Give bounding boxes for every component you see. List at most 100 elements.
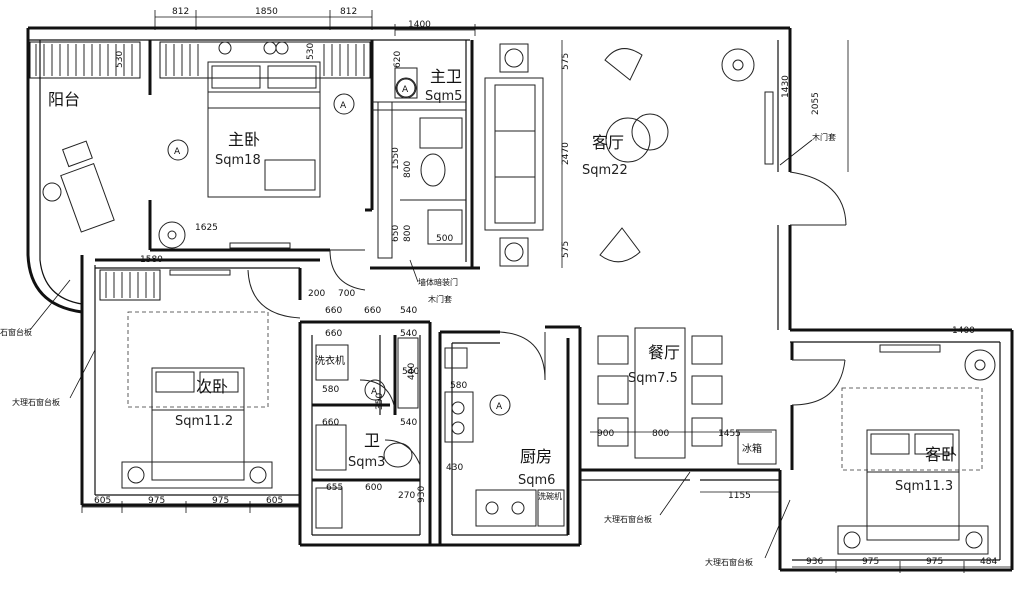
dim-660c: 660 — [325, 329, 342, 339]
tv-unit — [764, 91, 774, 165]
dim-1455: 1455 — [718, 429, 741, 439]
second-bed — [121, 367, 273, 489]
dim-v-1550: 1550 — [391, 147, 401, 170]
dim-b-484: 484 — [980, 557, 997, 567]
lounge-chair — [42, 140, 115, 233]
dim-v-620: 620 — [393, 51, 403, 68]
dim-v-2470: 2470 — [561, 142, 571, 165]
room-name-master: 主卧 — [228, 130, 260, 149]
bottom-dimension-chain-right: 936 975 975 484 — [792, 557, 1012, 573]
dim-v-800: 800 — [403, 161, 413, 178]
dim-660d: 660 — [322, 418, 339, 428]
dim-900: 900 — [597, 429, 614, 439]
side-tables — [499, 43, 529, 267]
ceiling-outline-3 — [841, 387, 983, 471]
elev-marker-3: A — [402, 85, 409, 95]
elev-marker-5: A — [371, 387, 378, 397]
dim-540b: 540 — [400, 329, 417, 339]
hidden-door-label: 墙体暗装门 — [418, 277, 458, 287]
elev-marker-4: A — [496, 402, 503, 412]
dim-200: 200 — [308, 289, 325, 299]
master-bed — [207, 61, 321, 198]
bottom-dimension-chain-left: 605 975 975 605 — [81, 496, 301, 513]
elevation-markers: A A A A A — [167, 77, 511, 416]
top-dimension-chain: 812 1850 812 1400 — [154, 7, 476, 36]
dim-700: 700 — [338, 289, 355, 299]
dim-b-936: 936 — [806, 557, 823, 567]
dim-600: 600 — [365, 483, 382, 493]
dim-v-1430: 1430 — [781, 75, 791, 98]
room-area-bath2: Sqm3 — [348, 455, 385, 470]
dimension-labels: 530 530 620 575 2470 575 1430 2055 1550 … — [115, 40, 975, 503]
dim-v-650: 650 — [391, 225, 401, 242]
room-area-dining: Sqm7.5 — [628, 371, 678, 386]
walls — [26, 26, 1014, 572]
room-area-guest: Sqm11.3 — [895, 479, 953, 494]
room-name-balcony: 阳台 — [48, 90, 80, 109]
dim-b-975a: 975 — [148, 496, 165, 506]
dim-b-975c: 975 — [862, 557, 879, 567]
room-area-master-bath: Sqm5 — [425, 89, 462, 104]
dim-b-605b: 605 — [266, 496, 283, 506]
room-area-kitchen: Sqm6 — [518, 473, 555, 488]
room-area-living: Sqm22 — [582, 163, 628, 178]
master-bath-fixtures — [372, 67, 466, 259]
dim-930: 930 — [417, 486, 427, 503]
tv-cabinet — [229, 242, 291, 249]
dim-400: 400 — [407, 363, 417, 380]
washer-label: 洗衣机 — [315, 354, 345, 367]
ceiling-outline-2 — [127, 311, 269, 408]
room-name-kitchen: 厨房 — [520, 447, 552, 466]
tv-cabinet-3 — [879, 344, 941, 353]
dim-540d: 540 — [402, 367, 419, 377]
marble-sill-label-bottom: 大理石窗台板 — [705, 557, 753, 567]
elev-marker-1: A — [174, 147, 181, 157]
dim-v-800b: 800 — [403, 225, 413, 242]
dim-655: 655 — [326, 483, 343, 493]
master-top-furniture — [218, 41, 289, 55]
dim-b-975b: 975 — [212, 496, 229, 506]
tv-cabinet-2 — [169, 269, 231, 276]
dim-540a: 540 — [400, 306, 417, 316]
wood-door-cover-label: 木门套 — [812, 132, 836, 142]
room-name-bath2: 卫 — [364, 431, 380, 450]
room-name-second: 次卧 — [196, 377, 228, 396]
marble-sill-label-mid: 大理石窗台板 — [604, 514, 652, 524]
dim-270: 270 — [398, 491, 415, 501]
dim-580b: 580 — [450, 381, 467, 391]
dim-350: 350 — [375, 393, 385, 410]
armchairs — [599, 48, 643, 263]
dim-v-575b: 575 — [561, 241, 571, 258]
dim-1155: 1155 — [728, 491, 751, 501]
balcony-railing-hatch — [29, 41, 371, 301]
marble-sill-label-left-2: 大理石窗台板 — [12, 397, 60, 407]
dim-top-1400: 1400 — [408, 20, 431, 30]
wood-door-cover-label-2: 木门套 — [428, 294, 452, 304]
bath2-fixtures — [315, 337, 419, 529]
dim-800: 800 — [652, 429, 669, 439]
room-name-living: 客厅 — [592, 133, 624, 152]
kitchen-fixtures — [444, 347, 565, 527]
dim-1625: 1625 — [195, 223, 218, 233]
dim-1400r: 1400 — [952, 326, 975, 336]
dim-660a: 660 — [325, 306, 342, 316]
dim-b-605a: 605 — [94, 496, 111, 506]
room-name-guest: 客卧 — [925, 445, 957, 464]
plant-icon — [158, 48, 996, 381]
sofa — [484, 77, 544, 231]
dim-v-575a: 575 — [561, 53, 571, 70]
elev-marker-2: A — [340, 101, 347, 111]
dim-1580: 1580 — [140, 255, 163, 265]
dim-top-812b: 812 — [340, 7, 357, 17]
room-area-master: Sqm18 — [215, 153, 261, 168]
dim-top-812a: 812 — [172, 7, 189, 17]
dishwasher-label: 洗碗机 — [538, 491, 562, 501]
dim-b-975d: 975 — [926, 557, 943, 567]
coffee-table — [605, 113, 669, 163]
guest-bed — [837, 429, 989, 555]
dim-540c: 540 — [400, 418, 417, 428]
room-name-dining: 餐厅 — [648, 343, 680, 362]
dim-430: 430 — [446, 463, 463, 473]
dim-v-2055: 2055 — [811, 92, 821, 115]
